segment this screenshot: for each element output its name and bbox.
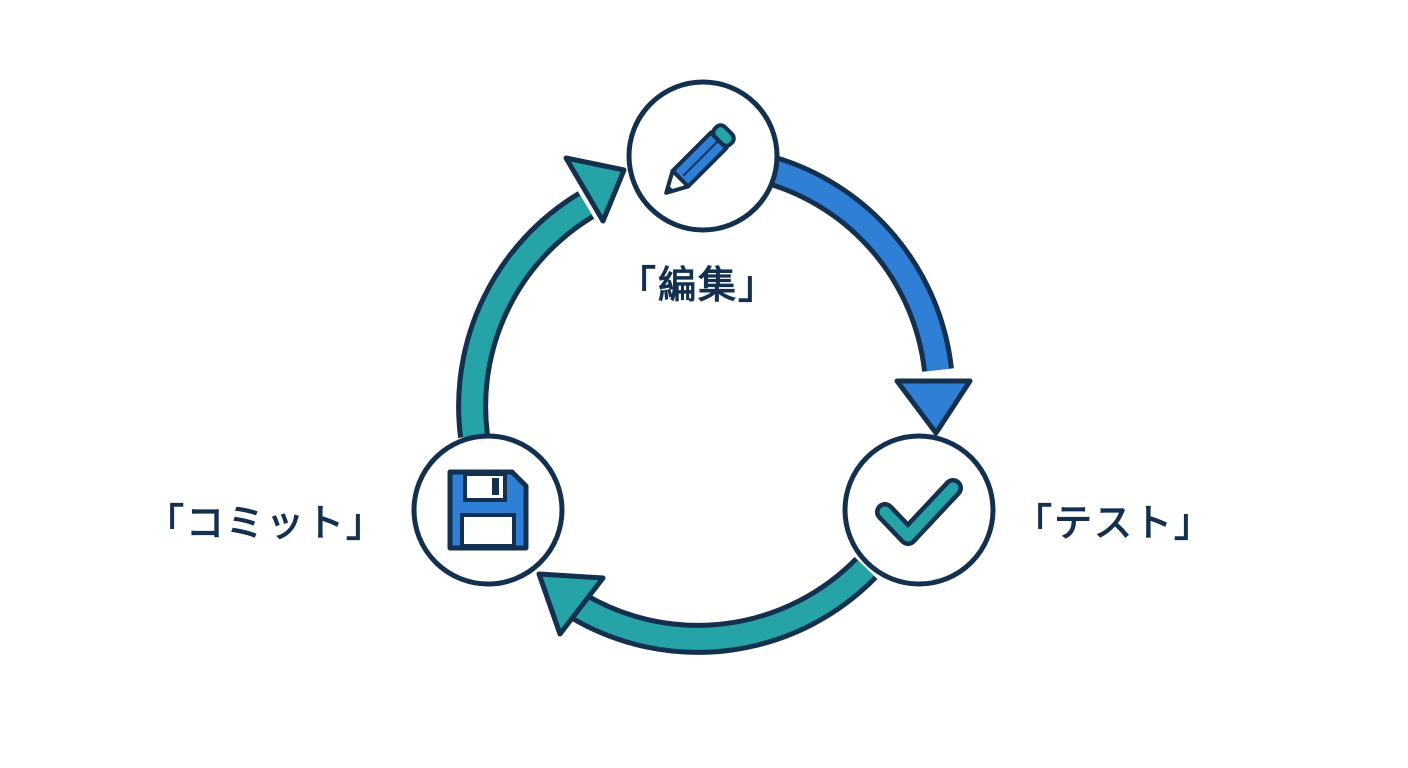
- arrow-test-to-commit: [536, 556, 878, 655]
- arrowhead-edit-to-test: [894, 378, 973, 436]
- floppy-disk-icon: [447, 469, 529, 551]
- node-test: [842, 433, 996, 587]
- arrow-edit-to-test: [765, 154, 973, 436]
- label-test: 「テスト」: [1014, 501, 1215, 545]
- node-commit: [411, 433, 565, 587]
- node-edit: [626, 79, 780, 233]
- arrow-commit-to-edit: [456, 155, 627, 439]
- label-commit: 「コミット」: [146, 501, 387, 545]
- arrowhead-test-to-commit: [536, 571, 606, 637]
- label-edit: 「編集」: [618, 263, 779, 307]
- pencil-icon: [664, 123, 736, 195]
- arrowhead-commit-to-edit: [563, 155, 627, 224]
